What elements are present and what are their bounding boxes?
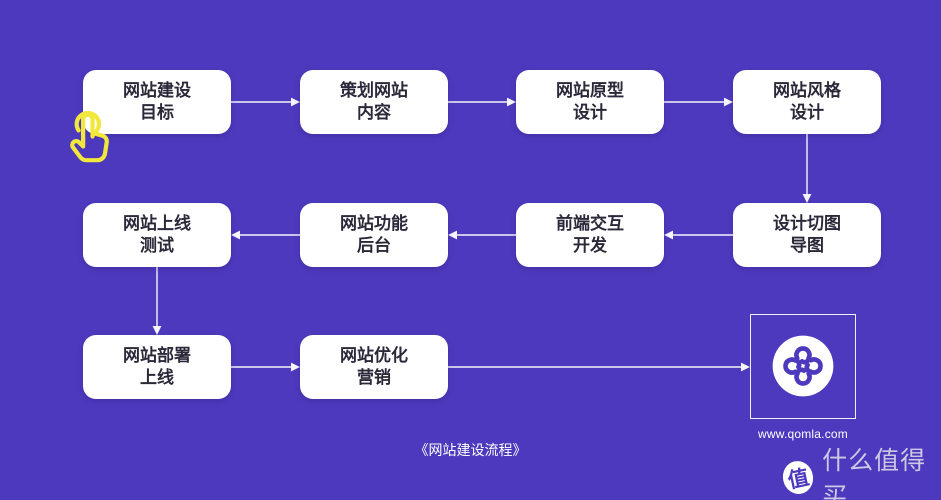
step-deploy-online: 网站部署 上线 xyxy=(83,335,231,399)
tap-hand-icon xyxy=(70,110,109,163)
arrow-marketing-to-logo xyxy=(448,362,750,372)
step-launch-testing: 网站上线 测试 xyxy=(83,203,231,267)
site-url: www.qomla.com xyxy=(758,427,848,441)
arrow-deploy-to-marketing xyxy=(231,362,300,372)
step-content-planning: 策划网站 内容 xyxy=(300,70,448,134)
smzdm-watermark-label: 什么值得买 xyxy=(822,447,927,500)
arrow-prototype-to-style xyxy=(664,97,733,107)
qomla-logo-icon xyxy=(772,335,834,397)
arrow-frontend-to-backend xyxy=(448,230,516,240)
arrow-test-down-to-deploy xyxy=(152,267,162,335)
diagram-caption: 《网站建设流程》 xyxy=(414,442,527,458)
smzdm-watermark: 值 什么值得买 xyxy=(779,447,941,500)
step-design-slicing: 设计切图 导图 xyxy=(733,203,881,267)
step-prototype-design: 网站原型 设计 xyxy=(516,70,664,134)
arrow-style-down-to-slicing xyxy=(802,134,812,203)
step-backend-functions: 网站功能 后台 xyxy=(300,203,448,267)
arrow-slicing-to-frontend xyxy=(664,230,733,240)
smzdm-badge-icon: 值 xyxy=(779,457,817,497)
step-website-goal: 网站建设 目标 xyxy=(83,70,231,134)
arrow-backend-to-test xyxy=(231,230,300,240)
step-style-design: 网站风格 设计 xyxy=(733,70,881,134)
arrow-goal-to-plan xyxy=(231,97,300,107)
logo-target-box xyxy=(750,314,856,419)
step-frontend-dev: 前端交互 开发 xyxy=(516,203,664,267)
arrow-plan-to-prototype xyxy=(448,97,516,107)
step-seo-marketing: 网站优化 营销 xyxy=(300,335,448,399)
